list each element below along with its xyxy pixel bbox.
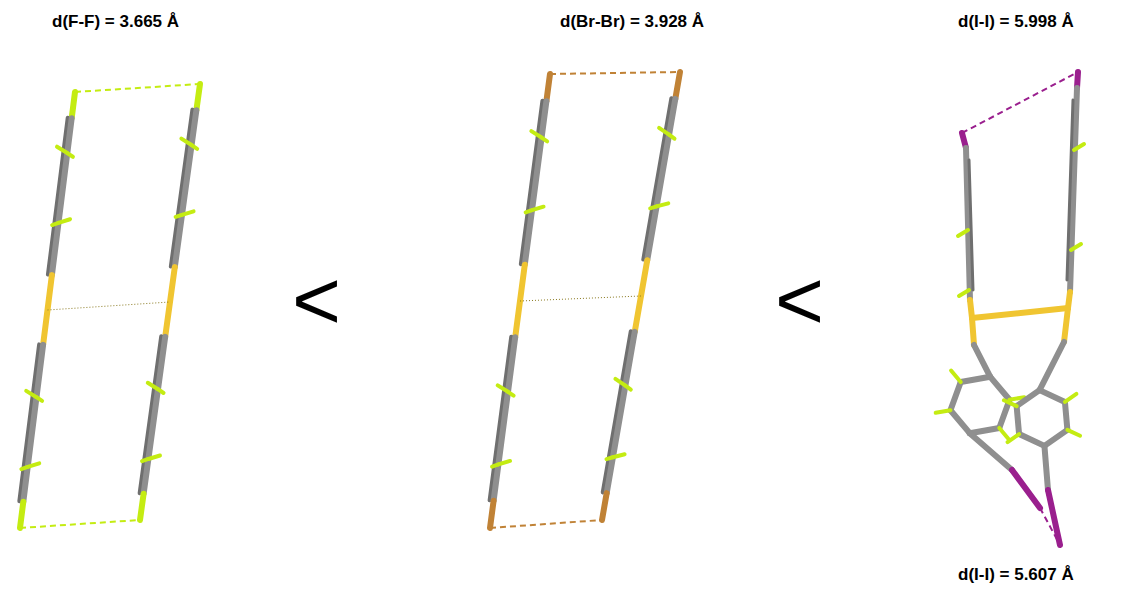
bond-stick: [175, 110, 197, 267]
bond-stick: [625, 386, 630, 390]
bond-stick: [546, 74, 550, 101]
bond-stick: [1044, 446, 1048, 490]
bond-stick: [950, 410, 969, 433]
bond-stick: [21, 467, 27, 469]
bond-stick: [1012, 470, 1040, 508]
bond-stick: [990, 377, 1009, 400]
bond-stick: [607, 332, 635, 493]
contact-line: [75, 84, 200, 92]
bond-stick: [1019, 434, 1044, 446]
bond-stick: [1017, 406, 1019, 434]
distance-label: d(Br-Br) = 3.928 Å: [560, 12, 704, 32]
bond-stick: [1044, 430, 1067, 446]
less-than-sign: <: [775, 258, 824, 342]
bond-stick: [1065, 394, 1076, 402]
bond-stick: [647, 99, 675, 260]
contact-line: [48, 302, 171, 310]
less-than-sign: <: [292, 258, 341, 342]
bond-stick: [542, 138, 548, 142]
bond-stick: [492, 464, 498, 466]
bond-stick: [972, 318, 974, 345]
bond-stick: [67, 153, 73, 157]
bond-stick: [669, 135, 674, 139]
bond-stick: [1067, 430, 1080, 436]
bond-stick: [52, 223, 58, 225]
bond-stick: [140, 494, 144, 520]
bond-stick: [1071, 244, 1081, 250]
bond-stick: [1008, 434, 1019, 442]
bond-stick: [606, 457, 612, 459]
bond-stick: [951, 371, 961, 382]
bond-stick: [176, 215, 182, 217]
bond-stick: [192, 145, 198, 149]
bond-stick: [490, 337, 512, 500]
bond-stick: [1017, 390, 1040, 406]
bond-stick: [650, 206, 656, 208]
bond-stick: [521, 101, 543, 264]
bond-stick: [142, 459, 148, 461]
bond-stick: [526, 210, 532, 212]
bond-stick: [959, 290, 969, 296]
bond-stick: [52, 118, 72, 275]
contact-line: [490, 520, 602, 528]
bond-stick: [958, 230, 968, 236]
bond-stick: [936, 410, 951, 413]
contact-line: [520, 296, 641, 301]
bond-stick: [603, 331, 631, 492]
bond-stick: [525, 101, 547, 264]
bond-stick: [974, 345, 990, 377]
distance-label: d(F-F) = 3.665 Å: [52, 12, 179, 32]
bond-stick: [196, 84, 200, 110]
bond-stick: [643, 98, 671, 259]
bond-stick: [972, 308, 1068, 318]
bond-stick: [675, 72, 680, 99]
bond-stick: [20, 502, 23, 528]
bond-stick: [1065, 402, 1067, 430]
bond-stick: [171, 110, 193, 267]
bond-stick: [508, 392, 514, 396]
bond-stick: [144, 337, 166, 494]
bond-stick: [961, 377, 991, 382]
bond-stick: [602, 493, 607, 520]
bond-stick: [23, 345, 43, 502]
contact-line: [962, 72, 1078, 133]
bond-stick: [140, 336, 162, 493]
bond-stick: [494, 337, 516, 500]
bond-stick: [1067, 100, 1073, 280]
bond-stick: [72, 92, 75, 118]
bond-stick: [158, 389, 164, 393]
bond-stick: [1004, 400, 1017, 406]
bond-stick: [1074, 144, 1084, 150]
contact-line: [550, 72, 680, 74]
distance-label: d(I-I) = 5.607 Å: [958, 565, 1074, 585]
bond-stick: [1040, 342, 1064, 390]
bond-stick: [1064, 308, 1068, 342]
bond-stick: [37, 397, 43, 401]
contact-line: [20, 520, 140, 528]
bond-stick: [969, 160, 973, 290]
bond-stick: [999, 428, 1009, 439]
contact-line: [1040, 508, 1060, 545]
bond-stick: [970, 428, 1000, 433]
bond-stick: [970, 433, 1012, 470]
bond-stick: [490, 501, 494, 528]
bond-stick: [950, 382, 960, 410]
bond-stick: [1048, 490, 1060, 545]
bond-stick: [1040, 390, 1065, 402]
distance-label: d(I-I) = 5.998 Å: [958, 12, 1074, 32]
molecules: [19, 72, 1084, 545]
